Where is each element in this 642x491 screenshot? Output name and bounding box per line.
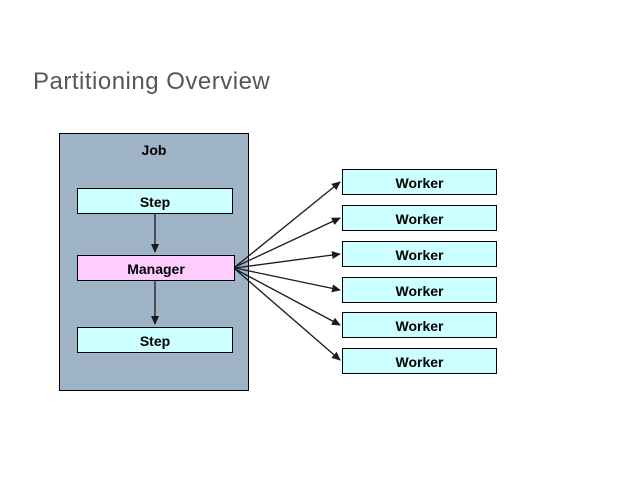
edge-manager-worker-3	[234, 251, 341, 269]
edge-manager-worker-5	[234, 268, 341, 326]
worker-node-1: Worker	[342, 169, 497, 195]
worker-node-3: Worker	[342, 241, 497, 267]
worker-node-5: Worker	[342, 312, 497, 338]
page-title: Partitioning Overview	[33, 68, 271, 95]
edge-manager-worker-1	[234, 181, 341, 268]
worker-node-4: Worker	[342, 277, 497, 303]
step-bottom-node: Step	[77, 327, 233, 353]
job-group-label: Job	[141, 142, 167, 158]
manager-node: Manager	[77, 255, 235, 281]
worker-node-2: Worker	[342, 205, 497, 231]
edge-manager-worker-6	[234, 268, 341, 361]
worker-node-6: Worker	[342, 348, 497, 374]
step-top-node: Step	[77, 188, 233, 214]
edge-manager-worker-2	[234, 217, 341, 268]
edge-manager-worker-4	[234, 267, 341, 293]
